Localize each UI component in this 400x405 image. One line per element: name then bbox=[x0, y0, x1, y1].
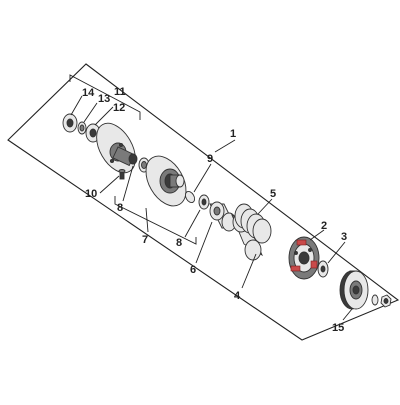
assembly-frame bbox=[7, 63, 400, 341]
part-15-drum bbox=[339, 270, 369, 310]
leader-3 bbox=[327, 241, 346, 264]
part-14-bearing bbox=[62, 113, 78, 133]
leader-12 bbox=[94, 106, 114, 126]
callout-2: 2 bbox=[321, 220, 327, 232]
callout-5: 5 bbox=[270, 188, 276, 200]
callout-8b: 8 bbox=[176, 237, 182, 249]
callout-13: 13 bbox=[98, 93, 110, 105]
callout-10: 10 bbox=[85, 188, 97, 200]
leader-14 bbox=[70, 95, 83, 116]
leader-10 bbox=[99, 175, 120, 194]
part-13-ring bbox=[77, 121, 87, 135]
callout-14: 14 bbox=[82, 87, 95, 99]
part-10-pin bbox=[118, 169, 126, 180]
leader-6 bbox=[195, 221, 213, 264]
part-5-spring bbox=[234, 203, 272, 244]
callout-3: 3 bbox=[341, 231, 347, 243]
part-driven-plate bbox=[96, 122, 138, 174]
part-end-nut bbox=[380, 294, 392, 308]
part-end-washer bbox=[371, 294, 379, 306]
part-9-seal bbox=[184, 190, 196, 204]
leader-2 bbox=[309, 229, 325, 241]
part-2-clutch-shoe bbox=[288, 236, 320, 280]
callout-7: 7 bbox=[142, 234, 148, 246]
callout-9: 9 bbox=[207, 153, 213, 165]
callout-15: 15 bbox=[332, 322, 344, 334]
leader-7 bbox=[145, 207, 149, 233]
leader-13 bbox=[83, 102, 98, 123]
part-8-ring bbox=[198, 194, 210, 210]
leader-4 bbox=[241, 253, 257, 289]
leader-5 bbox=[257, 198, 273, 215]
leader-1 bbox=[214, 139, 236, 153]
leader-15 bbox=[342, 308, 353, 321]
part-3-washer bbox=[317, 260, 329, 278]
callout-6: 6 bbox=[190, 264, 196, 276]
callout-8a: 8 bbox=[117, 202, 123, 214]
part-movable-plate bbox=[145, 155, 187, 207]
bracket-8 bbox=[114, 196, 197, 245]
leader-8b bbox=[184, 209, 201, 238]
part-6-guide-cylinder bbox=[209, 201, 237, 232]
leader-8a bbox=[122, 165, 134, 202]
bracket-11 bbox=[69, 74, 141, 120]
callout-1: 1 bbox=[230, 128, 236, 140]
callout-12: 12 bbox=[113, 102, 125, 114]
leader-9 bbox=[193, 163, 212, 193]
callout-11: 11 bbox=[114, 86, 126, 98]
callout-4: 4 bbox=[234, 290, 241, 302]
